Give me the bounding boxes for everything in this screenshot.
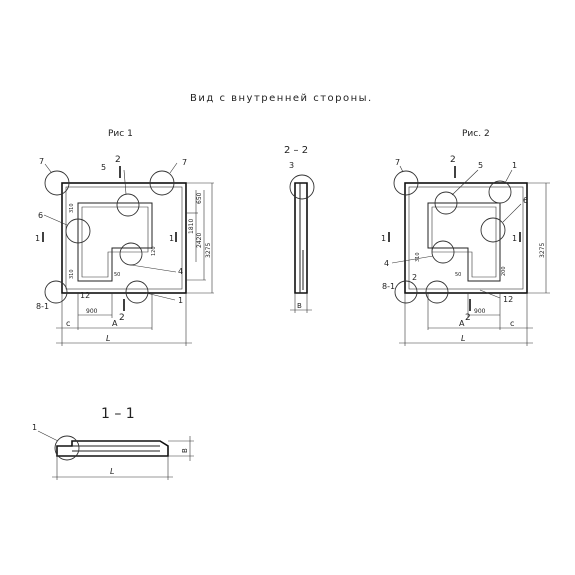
fig1-dim-310b: 310 <box>69 269 75 279</box>
fig1-dim-900: 900 <box>86 308 98 315</box>
sheet-heading: Вид с внутренней стороны. <box>190 93 373 104</box>
fig2-section-mark-top: 2 <box>450 155 456 165</box>
fig2-dim-900: 900 <box>474 308 486 315</box>
fig1-detail-6 <box>65 218 91 244</box>
fig1-callout-7b: 7 <box>182 158 187 167</box>
fig1-dim-2420: 2420 <box>196 233 203 248</box>
section11-callout-1: 1 <box>32 423 37 432</box>
section11-title: 1 – 1 <box>101 406 135 422</box>
fig1-dim-120: 120 <box>151 246 157 256</box>
section22-title: 2 – 2 <box>284 145 308 156</box>
fig1-detail-5 <box>116 193 140 217</box>
section22-dim-B: B <box>297 302 302 310</box>
fig2-detail-mid <box>431 240 455 264</box>
fig1-detail-bottom <box>125 280 149 304</box>
fig2-panel-outline <box>404 182 528 294</box>
fig1-detail-8-1 <box>44 280 68 304</box>
fig1-letter-A: A <box>112 319 118 328</box>
fig2-dim-200: 200 <box>501 266 507 276</box>
fig1-callout-8-1: 8-1 <box>36 302 49 311</box>
fig1-dim-310: 310 <box>69 203 75 213</box>
fig1-dim-3275: 3275 <box>205 243 212 258</box>
fig2-callout-1: 1 <box>512 161 517 170</box>
fig2-detail-6 <box>480 217 506 243</box>
fig2-callout-12: 12 <box>503 295 513 304</box>
fig1-callout-1: 1 <box>178 296 183 305</box>
section11-detail-1 <box>54 435 80 461</box>
fig1-section-mark-top: 2 <box>115 155 121 165</box>
fig2-dim-310: 310 <box>415 252 421 262</box>
section-2-2: 2 – 2 3 B <box>284 145 315 313</box>
section22-detail-3 <box>289 174 315 200</box>
fig1-callout-12: 12 <box>80 291 90 300</box>
fig1-letter-c: c <box>66 319 70 328</box>
fig2-detail-7 <box>393 170 419 196</box>
fig1-panel-outline <box>61 182 187 294</box>
fig1-panel-inner <box>65 186 183 290</box>
fig1-callout-5: 5 <box>101 163 106 172</box>
fig2-callout-2: 2 <box>412 273 417 282</box>
fig2-letter-A: A <box>459 319 465 328</box>
fig2-callout-8-1: 8-1 <box>382 282 395 291</box>
fig2-letter-L: L <box>461 334 465 343</box>
fig2-panel-inner <box>408 186 524 290</box>
fig1-dim-650: 650 <box>196 192 203 204</box>
fig1-letter-L: L <box>106 334 110 343</box>
fig1-callout-4: 4 <box>178 267 183 276</box>
fig2-opening-inner <box>431 206 497 278</box>
fig1-side-mark-left: 1 <box>35 234 40 243</box>
fig1-callout-7a: 7 <box>39 157 44 166</box>
fig2-side-mark-right: 1 <box>512 234 517 243</box>
section-1-1: 1 – 1 1 L B <box>32 406 194 480</box>
fig1-title: Рис 1 <box>108 129 133 139</box>
figure-2: Рис. 2 7 5 1 6 4 2 8-1 12 2 2 1 1 <box>381 129 550 346</box>
fig2-detail-bottom <box>425 280 449 304</box>
fig2-side-mark-left: 1 <box>381 234 386 243</box>
figure-1: Рис 1 7 5 7 6 4 8-1 12 1 2 2 <box>35 129 214 346</box>
fig2-callout-5: 5 <box>478 161 483 170</box>
fig2-callout-6: 6 <box>523 196 528 205</box>
fig1-opening <box>77 202 153 282</box>
fig2-title: Рис. 2 <box>462 129 490 139</box>
fig2-callout-4: 4 <box>384 259 389 268</box>
fig2-dim-3275: 3275 <box>539 243 546 258</box>
fig1-callout-6: 6 <box>38 211 43 220</box>
fig2-detail-8-1 <box>394 280 418 304</box>
fig2-letter-c: c <box>510 319 514 328</box>
section11-dim-L: L <box>110 467 114 476</box>
fig1-detail-7a <box>44 170 70 196</box>
fig1-section-mark-bottom: 2 <box>119 313 125 323</box>
fig1-dim-50: 50 <box>114 272 120 278</box>
fig2-detail-5 <box>434 191 458 215</box>
fig2-dim-50: 50 <box>455 272 461 278</box>
fig2-detail-1 <box>488 180 512 204</box>
section22-profile <box>294 182 308 294</box>
fig2-callout-7: 7 <box>395 158 400 167</box>
section11-dim-B: B <box>181 448 189 453</box>
fig1-opening-inner <box>81 206 149 278</box>
fig1-detail-mid <box>119 242 143 266</box>
section22-callout-3: 3 <box>289 161 294 170</box>
section11-profile <box>56 440 169 457</box>
fig1-dim-1810: 1810 <box>188 219 195 234</box>
fig1-detail-7b <box>149 170 175 196</box>
fig1-side-mark-right: 1 <box>169 234 174 243</box>
